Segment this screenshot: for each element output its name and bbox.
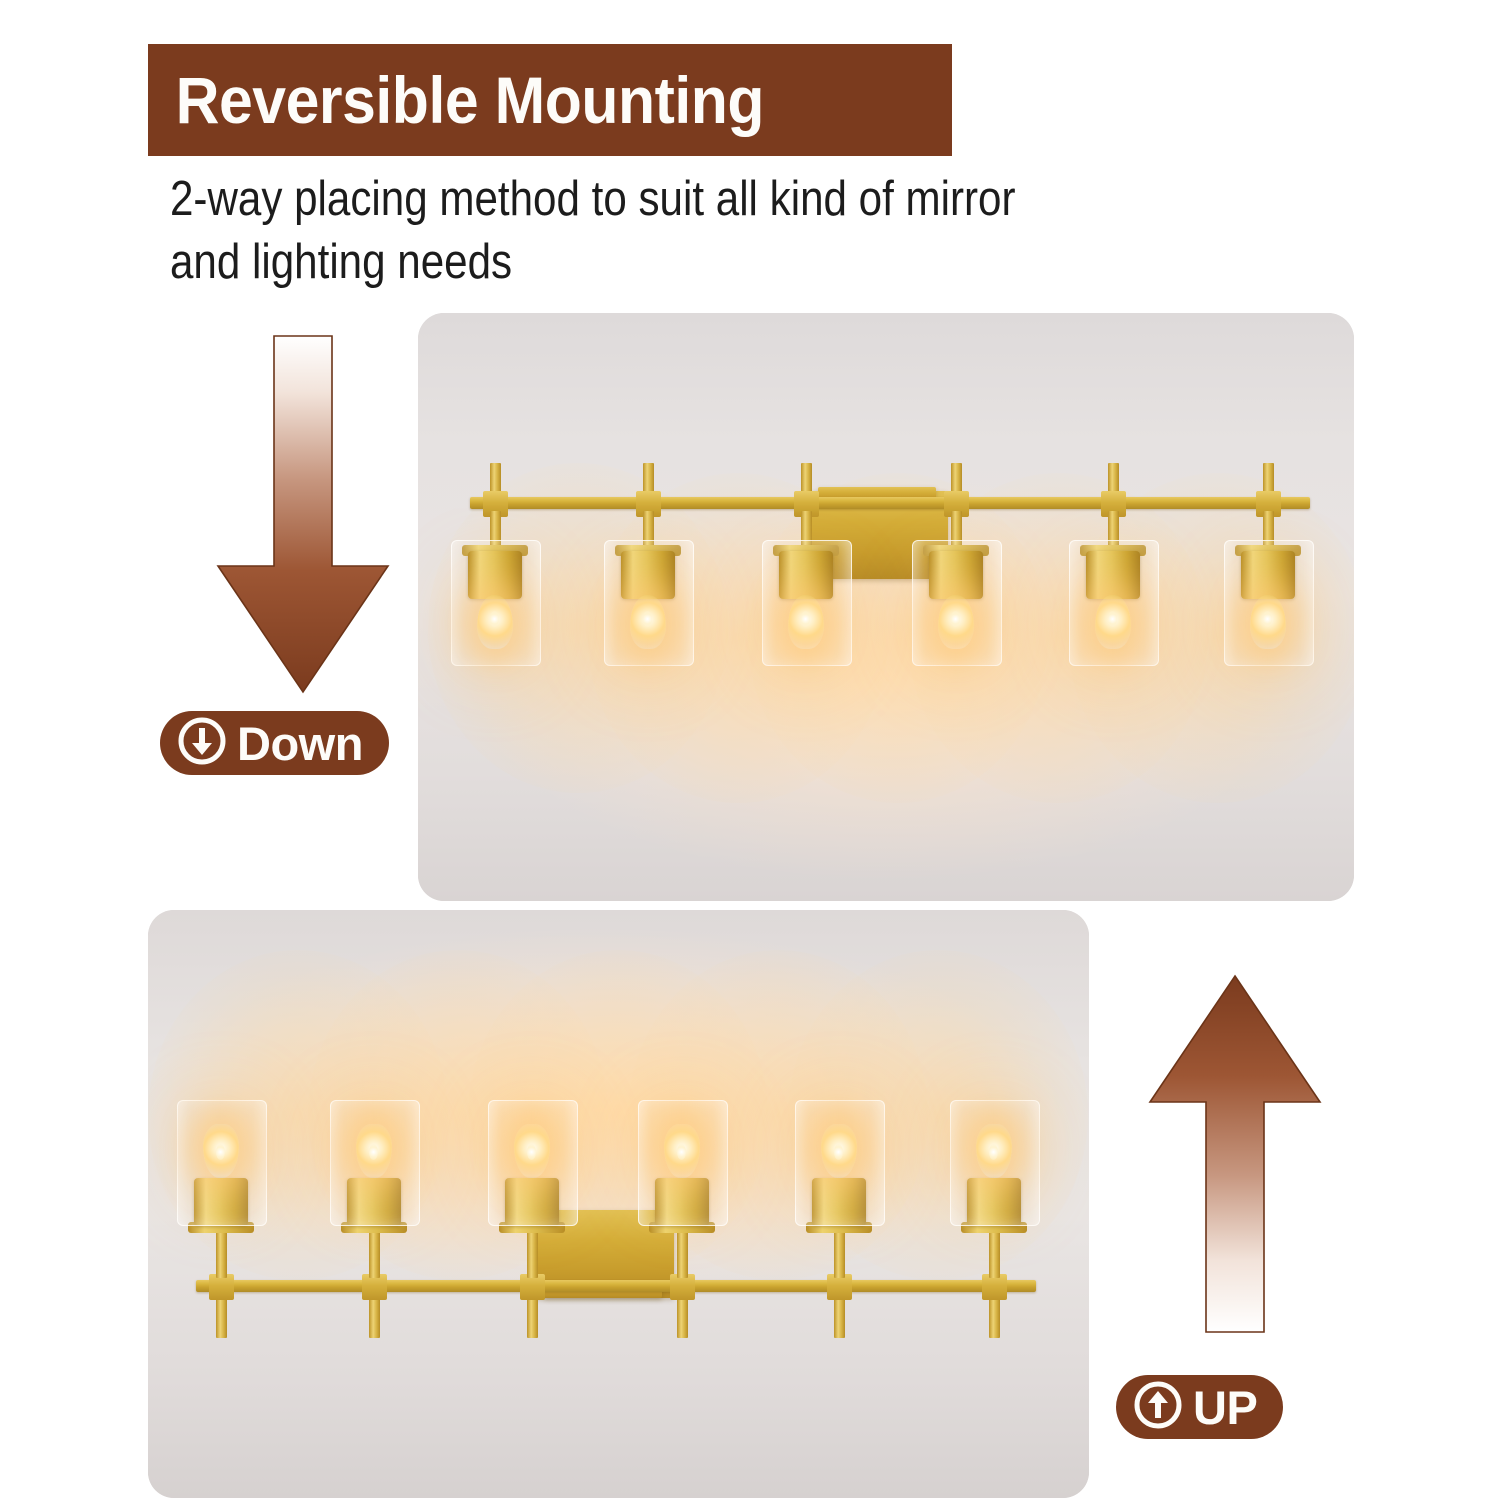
bulb-filament xyxy=(834,1144,843,1160)
lamp-drop xyxy=(834,1292,845,1338)
lamp-riser xyxy=(643,463,654,507)
lamp-riser xyxy=(1108,463,1119,507)
bulb-filament xyxy=(677,1144,686,1160)
product-photo-up xyxy=(148,910,1089,1498)
bulb-filament xyxy=(490,611,499,627)
bulb-filament xyxy=(643,611,652,627)
lamp-joint xyxy=(362,1274,387,1300)
lamp-riser xyxy=(216,1232,227,1278)
lamp-riser xyxy=(1263,463,1274,507)
lamp-socket xyxy=(621,551,675,599)
lamp-drop xyxy=(1108,511,1119,555)
down-indicator-label: Down xyxy=(237,716,363,770)
lamp-drop xyxy=(677,1292,688,1338)
product-photo-down xyxy=(418,313,1354,901)
lamp-riser xyxy=(951,463,962,507)
lamp-drop xyxy=(369,1292,380,1338)
lamp-joint xyxy=(982,1274,1007,1300)
lamp-socket xyxy=(779,551,833,599)
lamp-socket xyxy=(812,1178,866,1226)
light-fixture-down xyxy=(418,313,1354,901)
up-indicator-label: UP xyxy=(1193,1380,1258,1434)
lamp-joint xyxy=(520,1274,545,1300)
lamp-drop xyxy=(1263,511,1274,555)
big-arrow-up-icon xyxy=(1140,970,1330,1340)
lamp-riser xyxy=(527,1232,538,1278)
bulb-filament xyxy=(216,1144,225,1160)
lamp-joint xyxy=(827,1274,852,1300)
lamp-socket xyxy=(505,1178,559,1226)
bulb-filament xyxy=(1108,611,1117,627)
lamp-riser xyxy=(989,1232,1000,1278)
lamp-collar xyxy=(1080,545,1146,556)
lamp-riser xyxy=(834,1232,845,1278)
circle-arrow-down-icon xyxy=(176,715,228,772)
lamp-joint xyxy=(209,1274,234,1300)
lamp-collar xyxy=(341,1222,407,1233)
lamp-collar xyxy=(923,545,989,556)
lamp-drop xyxy=(490,511,501,555)
lamp-socket xyxy=(347,1178,401,1226)
glass-shade xyxy=(638,1100,728,1226)
light-fixture-up xyxy=(148,910,1089,1498)
lamp-collar xyxy=(462,545,528,556)
lamp-riser xyxy=(677,1232,688,1278)
bulb-filament xyxy=(1263,611,1272,627)
bulb-filament xyxy=(369,1144,378,1160)
lamp-socket xyxy=(1241,551,1295,599)
big-arrow-down-icon xyxy=(208,330,398,700)
lamp-socket xyxy=(1086,551,1140,599)
lamp-collar xyxy=(806,1222,872,1233)
lamp-riser xyxy=(490,463,501,507)
page-title: Reversible Mounting xyxy=(175,63,765,137)
fixture-bar xyxy=(196,1280,1036,1292)
lamp-drop xyxy=(801,511,812,555)
lamp-collar xyxy=(188,1222,254,1233)
lamp-socket xyxy=(967,1178,1021,1226)
bulb-filament xyxy=(989,1144,998,1160)
lamp-collar xyxy=(615,545,681,556)
bulb-filament xyxy=(951,611,960,627)
page-subtitle: 2-way placing method to suit all kind of… xyxy=(170,172,1016,289)
lamp-socket xyxy=(468,551,522,599)
lamp-drop xyxy=(216,1292,227,1338)
lamp-collar xyxy=(649,1222,715,1233)
lamp-collar xyxy=(499,1222,565,1233)
lamp-drop xyxy=(951,511,962,555)
lamp-collar xyxy=(1235,545,1301,556)
lamp-socket xyxy=(929,551,983,599)
up-indicator-badge[interactable]: UP xyxy=(1116,1375,1284,1439)
lamp-riser xyxy=(369,1232,380,1278)
lamp-collar xyxy=(961,1222,1027,1233)
bulb-filament xyxy=(527,1144,536,1160)
lamp-drop xyxy=(643,511,654,555)
page-title-banner: Reversible Mounting xyxy=(148,44,952,156)
lamp-socket xyxy=(194,1178,248,1226)
down-indicator-badge[interactable]: Down xyxy=(160,711,389,775)
bulb-filament xyxy=(801,611,810,627)
lamp-socket xyxy=(655,1178,709,1226)
lamp-joint xyxy=(670,1274,695,1300)
lamp-drop xyxy=(989,1292,1000,1338)
circle-arrow-up-icon xyxy=(1132,1379,1184,1436)
lamp-collar xyxy=(773,545,839,556)
fixture-bar xyxy=(470,497,1310,509)
lamp-riser xyxy=(801,463,812,507)
lamp-drop xyxy=(527,1292,538,1338)
